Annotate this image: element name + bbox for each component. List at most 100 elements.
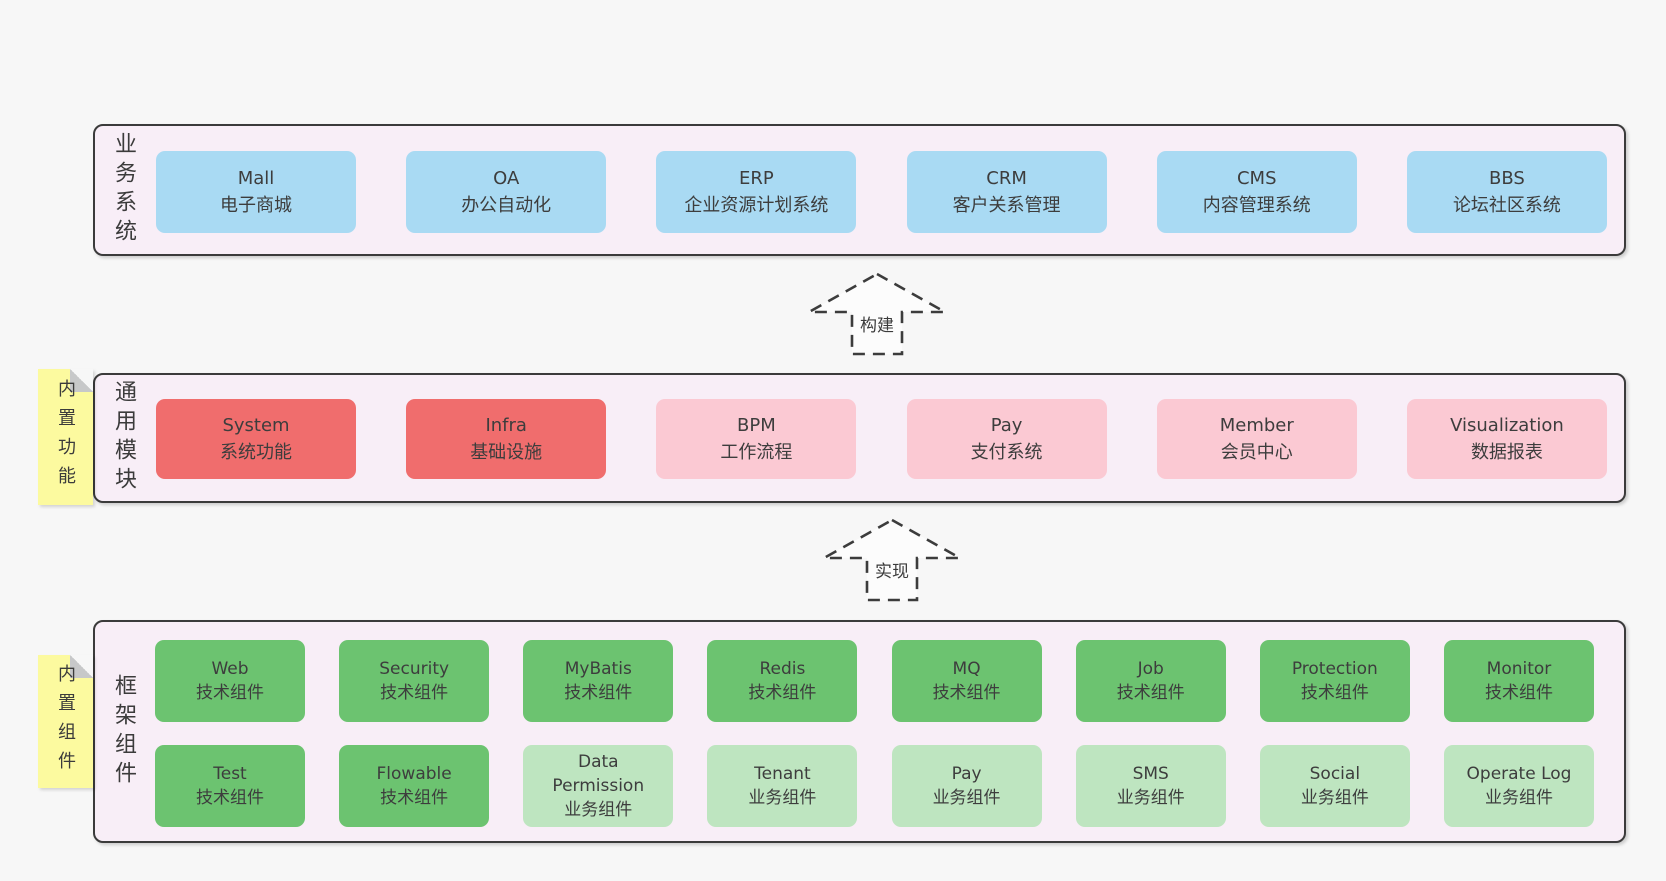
box-bpm: BPM 工作流程 <box>656 399 857 479</box>
box-title: Redis <box>759 659 806 679</box>
box-title: Social <box>1309 764 1361 784</box>
box-title: Pay <box>990 415 1023 436</box>
box-subtitle: 业务组件 <box>932 788 1001 808</box>
box-system: System 系统功能 <box>156 399 356 479</box>
box-title: OA <box>493 168 520 189</box>
box-data-permission: Data Permission 业务组件 <box>523 745 674 827</box>
box-job: Job 技术组件 <box>1075 640 1226 722</box>
box-title: Protection <box>1291 659 1378 679</box>
modules-box-row: System 系统功能 Infra 基础设施 BPM 工作流程 Pay 支付系统… <box>156 399 1607 479</box>
box-subtitle: 技术组件 <box>380 683 449 703</box>
box-title: Visualization <box>1450 415 1564 436</box>
box-web: Web 技术组件 <box>155 640 305 722</box>
box-title: Security <box>379 659 450 679</box>
box-title: Mall <box>237 168 275 189</box>
box-bbs: BBS 论坛社区系统 <box>1406 151 1607 233</box>
box-member: Member 会员中心 <box>1156 399 1357 479</box>
box-protection: Protection 技术组件 <box>1259 640 1410 722</box>
layer-label-common-modules: 通用模块 <box>111 380 136 496</box>
box-title: System <box>222 415 290 436</box>
layer-label-business-systems: 业务系统 <box>111 132 136 248</box>
box-title: MyBatis <box>564 659 632 679</box>
box-title: SMS <box>1132 764 1169 784</box>
box-subtitle: 技术组件 <box>564 683 633 703</box>
folded-corner-icon <box>70 369 93 392</box>
box-subtitle: 工作流程 <box>720 442 793 463</box>
box-subtitle: 数据报表 <box>1470 442 1543 463</box>
box-subtitle: 技术组件 <box>1300 683 1369 703</box>
box-title: Flowable <box>376 764 452 784</box>
box-social: Social 业务组件 <box>1259 745 1410 827</box>
common-modules-layer: 通用模块 System 系统功能 Infra 基础设施 BPM 工作流程 Pay… <box>93 373 1626 503</box>
box-title: ERP <box>739 168 774 189</box>
box-subtitle: 业务组件 <box>1300 788 1369 808</box>
business-box-row: Mall 电子商城 OA 办公自动化 ERP 企业资源计划系统 CRM 客户关系… <box>156 151 1607 233</box>
box-subtitle: 内容管理系统 <box>1202 195 1311 216</box>
box-security: Security 技术组件 <box>339 640 490 722</box>
box-infra: Infra 基础设施 <box>406 399 607 479</box>
layer-label-framework-components: 框架组件 <box>111 673 136 790</box>
box-subtitle: 客户关系管理 <box>952 195 1061 216</box>
box-subtitle: 技术组件 <box>1484 683 1553 703</box>
arrow-build: 构建 <box>807 272 947 356</box>
box-cms: CMS 内容管理系统 <box>1156 151 1357 233</box>
box-title: Tenant <box>754 764 811 784</box>
box-subtitle: 业务组件 <box>1116 788 1185 808</box>
arrow-implement: 实现 <box>822 518 962 602</box>
components-box-row-1: Web 技术组件 Security 技术组件 MyBatis 技术组件 Redi… <box>155 640 1594 722</box>
box-title: Job <box>1137 659 1164 679</box>
box-subtitle: 论坛社区系统 <box>1452 195 1561 216</box>
box-mq: MQ 技术组件 <box>891 640 1042 722</box>
sticky-note-built-in-components: 内置组件 <box>38 655 93 788</box>
box-subtitle: 企业资源计划系统 <box>684 195 829 216</box>
box-title: MQ <box>952 659 981 679</box>
box-title: BBS <box>1489 168 1525 189</box>
box-erp: ERP 企业资源计划系统 <box>656 151 857 233</box>
box-title: Monitor <box>1486 659 1552 679</box>
box-flowable: Flowable 技术组件 <box>339 745 490 827</box>
box-subtitle: 业务组件 <box>748 788 817 808</box>
business-systems-layer: 业务系统 Mall 电子商城 OA 办公自动化 ERP 企业资源计划系统 CRM… <box>93 124 1626 256</box>
sticky-note-text: 内置功能 <box>55 379 76 495</box>
box-tenant: Tenant 业务组件 <box>707 745 858 827</box>
components-box-row-2: Test 技术组件 Flowable 技术组件 Data Permission … <box>155 745 1594 827</box>
box-subtitle: 技术组件 <box>196 788 264 808</box>
box-title: Member <box>1219 415 1294 436</box>
folded-corner-icon <box>70 655 93 678</box>
box-subtitle: 系统功能 <box>220 442 292 463</box>
box-crm: CRM 客户关系管理 <box>906 151 1107 233</box>
box-mybatis: MyBatis 技术组件 <box>523 640 674 722</box>
framework-components-layer: 框架组件 Web 技术组件 Security 技术组件 MyBatis 技术组件… <box>93 620 1626 843</box>
box-subtitle: 技术组件 <box>748 683 817 703</box>
box-title: Infra <box>485 415 527 436</box>
box-title: Web <box>211 659 249 679</box>
box-subtitle: 业务组件 <box>564 800 633 820</box>
box-oa: OA 办公自动化 <box>406 151 607 233</box>
box-operate-log: Operate Log 业务组件 <box>1443 745 1594 827</box>
box-subtitle: 会员中心 <box>1220 442 1293 463</box>
box-subtitle: 技术组件 <box>380 788 449 808</box>
box-subtitle: 基础设施 <box>470 442 543 463</box>
box-subtitle: 技术组件 <box>932 683 1001 703</box>
box-subtitle: 办公自动化 <box>461 195 552 216</box>
box-subtitle: 技术组件 <box>196 683 264 703</box>
box-mall: Mall 电子商城 <box>156 151 356 233</box>
box-title: CRM <box>986 168 1027 189</box>
box-title: CMS <box>1236 168 1277 189</box>
box-subtitle: 支付系统 <box>970 442 1043 463</box>
sticky-note-built-in-features: 内置功能 <box>38 369 93 505</box>
arrow-implement-label: 实现 <box>872 556 912 583</box>
box-pay-component: Pay 业务组件 <box>891 745 1042 827</box>
arrow-build-label: 构建 <box>857 310 897 337</box>
box-title: Pay <box>951 764 982 784</box>
box-visualization: Visualization 数据报表 <box>1406 399 1607 479</box>
box-redis: Redis 技术组件 <box>707 640 858 722</box>
box-subtitle: 电子商城 <box>220 195 292 216</box>
box-pay-module: Pay 支付系统 <box>906 399 1107 479</box>
box-monitor: Monitor 技术组件 <box>1443 640 1594 722</box>
box-subtitle: 业务组件 <box>1484 788 1553 808</box>
box-test: Test 技术组件 <box>155 745 305 827</box>
box-title: Data Permission <box>552 752 645 796</box>
sticky-note-text: 内置组件 <box>55 663 76 780</box>
box-title: Operate Log <box>1466 764 1572 784</box>
